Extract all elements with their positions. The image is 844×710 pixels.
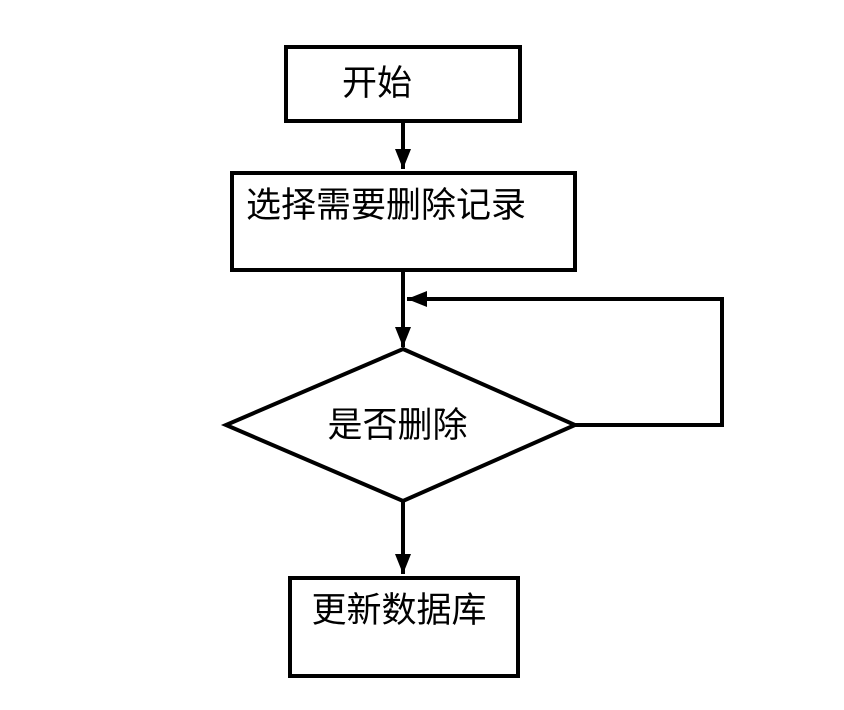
node-start-label: 开始 <box>341 64 412 103</box>
node-update: 更新数据库 <box>288 576 520 678</box>
node-select-label: 选择需要删除记录 <box>246 186 527 225</box>
loop-back-connector <box>407 291 724 427</box>
node-decision-label: 是否删除 <box>327 405 468 445</box>
node-start: 开始 <box>284 45 522 123</box>
node-decision: 是否删除 <box>226 349 575 501</box>
node-select: 选择需要删除记录 <box>230 171 577 272</box>
node-update-label: 更新数据库 <box>311 591 487 630</box>
